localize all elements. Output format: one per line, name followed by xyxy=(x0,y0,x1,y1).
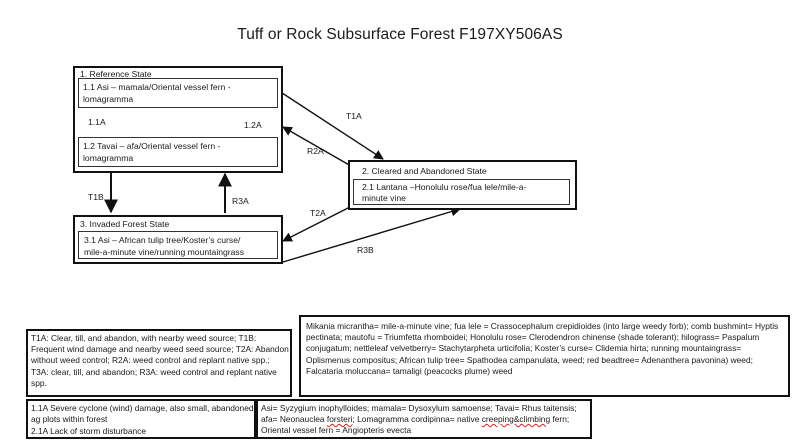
phase-1-1-box: 1.1 Asi – mamala/Oriental vessel fern - … xyxy=(78,78,278,108)
phase-1-2-box: 1.2 Tavai – afa/Oriental vessel fern - l… xyxy=(78,137,278,167)
legend-transitions-box: T1A: Clear, till, and abandon, with near… xyxy=(26,329,292,397)
label-1-2a: 1.2A xyxy=(244,120,262,130)
invaded-state-label: 3. Invaded Forest State xyxy=(80,219,170,229)
arrow-r2a xyxy=(282,126,352,167)
phase-2-1-line1: 2.1 Lantana –Honolulu rose/fua lele/mile… xyxy=(362,182,527,192)
legend-natives-forsteri: forsteri xyxy=(326,414,353,425)
label-r3b: R3B xyxy=(357,245,374,255)
legend-pathways-box: 1.1A Severe cyclone (wind) damage, also … xyxy=(26,399,256,439)
arrow-t2a xyxy=(282,206,351,242)
label-r2a: R2A xyxy=(307,146,324,156)
phase-1-2-line1: 1.2 Tavai – afa/Oriental vessel fern - xyxy=(83,141,221,151)
label-1-1a: 1.1A xyxy=(88,117,106,127)
legend-species-box: Mikania micrantha= mile-a-minute vine; f… xyxy=(299,315,790,397)
legend-natives-part3: fern; Oriental vessel fern = Angiopteris… xyxy=(261,414,570,436)
legend-transitions-text: T1A: Clear, till, and abandon, with near… xyxy=(31,333,289,388)
arrow-r3b xyxy=(282,206,461,263)
arrow-t1a xyxy=(275,88,384,160)
legend-natives-text: Asi= Syzygium inophylloides; mamala= Dys… xyxy=(261,403,591,437)
legend-species-text: Mikania micrantha= mile-a-minute vine; f… xyxy=(306,321,779,376)
legend-natives-box: Asi= Syzygium inophylloides; mamala= Dys… xyxy=(256,399,592,439)
legend-pathways-line1: 1.1A Severe cyclone (wind) damage, also … xyxy=(31,403,254,425)
phase-2-1-box: 2.1 Lantana –Honolulu rose/fua lele/mile… xyxy=(353,179,570,205)
cleared-state-label: 2. Cleared and Abandoned State xyxy=(362,166,487,176)
label-r3a: R3A xyxy=(232,196,249,206)
legend-natives-creeping: creeping&climbing xyxy=(481,414,551,425)
reference-state-label: 1. Reference State xyxy=(80,69,152,79)
phase-3-1-line1: 3.1 Asi – African tulip tree/Koster’s cu… xyxy=(84,235,241,245)
phase-1-2-line2: lomagramma xyxy=(83,153,134,163)
label-t1a: T1A xyxy=(346,111,362,121)
phase-1-1-line2: lomagramma xyxy=(83,94,134,104)
phase-2-1-line2: minute vine xyxy=(362,193,406,203)
legend-pathways-line2: 2.1A Lack of storm disturbance xyxy=(31,426,146,436)
legend-natives-part1: Asi= Syzygium inophylloides; mamala= Dys… xyxy=(261,403,577,425)
diagram-title: Tuff or Rock Subsurface Forest F197XY506… xyxy=(237,26,563,43)
phase-1-1-line1: 1.1 Asi – mamala/Oriental vessel fern - xyxy=(83,82,231,92)
phase-3-1-box: 3.1 Asi – African tulip tree/Koster’s cu… xyxy=(78,231,278,259)
label-t2a: T2A xyxy=(310,208,326,218)
phase-3-1-line2: mile-a-minute vine/running mountaingrass xyxy=(84,247,245,257)
label-t1b: T1B xyxy=(88,192,104,202)
legend-natives-part2: ; Lomagramma cordipinna= native xyxy=(352,414,482,425)
